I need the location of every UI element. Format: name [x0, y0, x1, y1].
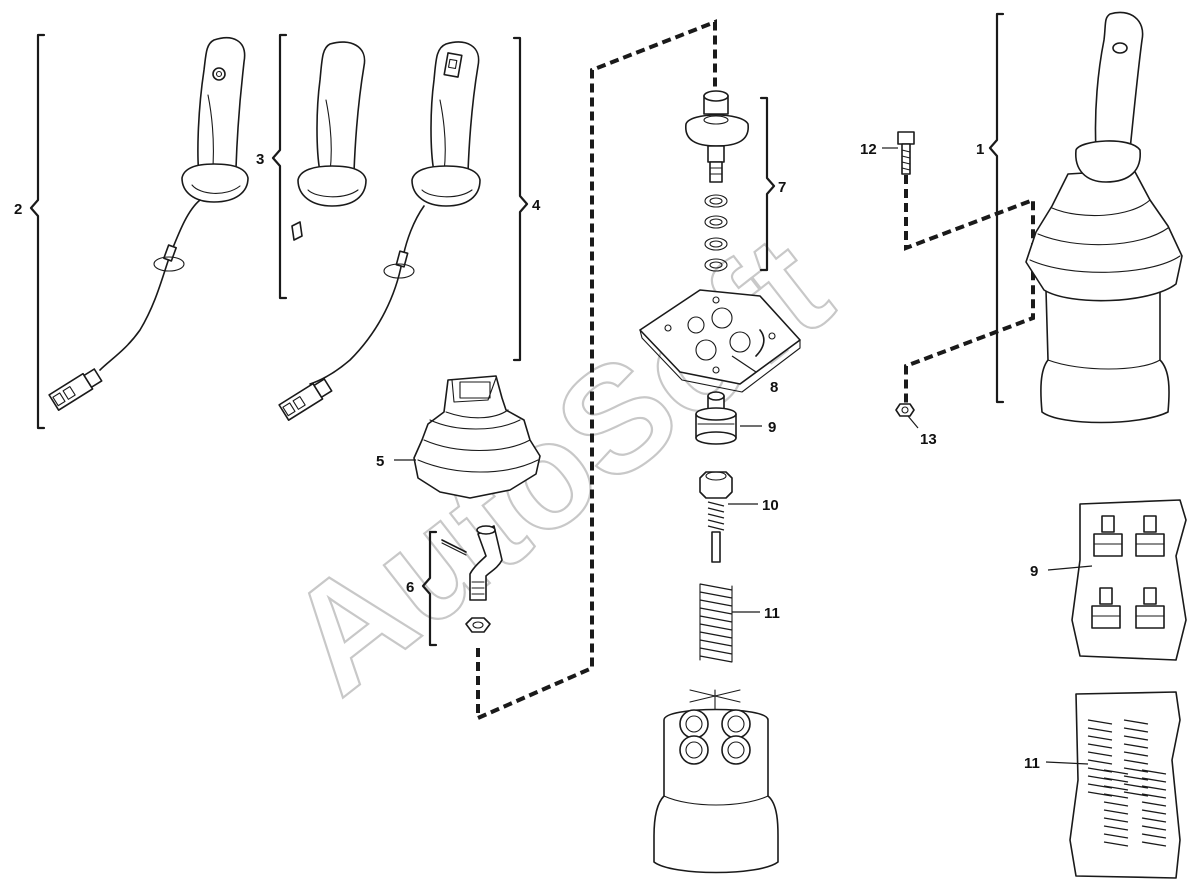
valve-housing-base: [653, 689, 779, 874]
brace-3: [271, 33, 288, 300]
leader-11b: [1045, 761, 1089, 765]
joystick-grip-plain-3: [291, 41, 367, 241]
dashed-guide-right: [904, 175, 1035, 405]
callout-13: 13: [920, 431, 937, 448]
callout-12: 12: [860, 141, 877, 158]
rubber-bellows-5: [413, 375, 541, 499]
callout-10: 10: [762, 497, 779, 514]
callout-7: 7: [778, 179, 786, 196]
mounting-plate-8: [639, 289, 801, 393]
watermark: AutoSoft: [255, 202, 860, 726]
mounting-set-6: [441, 525, 503, 633]
bolt-12: [897, 131, 915, 175]
callout-1: 1: [976, 141, 984, 158]
callout-6: 6: [406, 579, 414, 596]
plunger-set-7: [685, 90, 749, 272]
brace-6: [421, 530, 438, 647]
nut-13: [895, 403, 915, 417]
watermark-text: AutoSoft: [256, 203, 858, 725]
callout-9b: 9: [1030, 563, 1038, 580]
callout-2: 2: [14, 201, 22, 218]
brace-4: [512, 36, 529, 362]
spring-11: [699, 583, 733, 663]
callout-9a: 9: [768, 419, 776, 436]
joystick-grip-with-cable-2: [48, 37, 249, 411]
piston-10: [699, 471, 733, 563]
callout-8: 8: [770, 379, 778, 396]
callout-3: 3: [256, 151, 264, 168]
spring-kit-bag-11: [1069, 691, 1181, 879]
brace-1: [988, 12, 1005, 404]
leader-9b: [1047, 565, 1093, 571]
brace-2: [29, 33, 46, 430]
brace-7: [759, 96, 776, 272]
valve-9: [695, 391, 737, 445]
dashed-guide-center: [476, 19, 717, 722]
leader-8: [731, 355, 757, 373]
callout-4: 4: [532, 197, 541, 214]
callout-11a: 11: [764, 605, 780, 622]
callout-11b: 11: [1024, 755, 1040, 772]
repair-kit-bag-9: [1071, 499, 1187, 661]
joystick-grip-with-switch-4: [278, 41, 481, 421]
leader-13: [907, 415, 919, 429]
complete-joystick-1: [1025, 11, 1183, 424]
callout-5: 5: [376, 453, 384, 470]
